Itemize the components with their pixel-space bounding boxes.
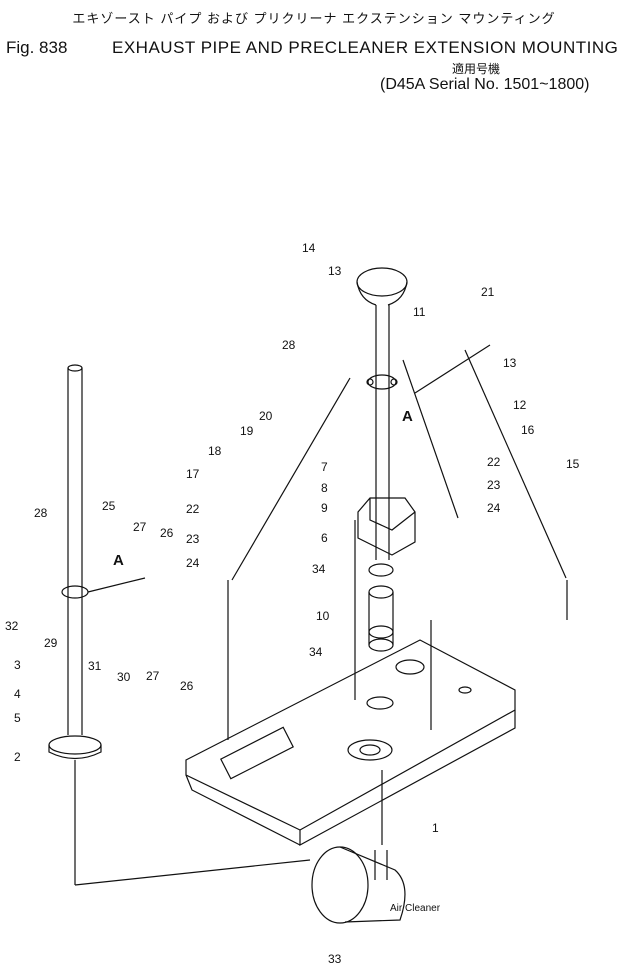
callout-19: 19 <box>240 424 254 438</box>
callout-1: 1 <box>432 821 439 835</box>
air-cleaner-body <box>311 846 369 924</box>
callout-22: 22 <box>487 455 501 469</box>
callout-33: 33 <box>328 952 342 964</box>
page-title: EXHAUST PIPE AND PRECLEANER EXTENSION MO… <box>112 38 619 57</box>
callout-10: 10 <box>316 609 330 623</box>
left-pipe-base <box>48 735 102 755</box>
callout-23b: 23 <box>186 532 200 546</box>
callout-24: 24 <box>487 501 501 515</box>
callout-26: 26 <box>160 526 174 540</box>
section-marker-a-left: A <box>113 552 124 569</box>
serial-range: (D45A Serial No. 1501~1800) <box>380 76 590 93</box>
callout-4: 4 <box>14 687 21 701</box>
japanese-applicability: 適用号機 <box>452 62 501 76</box>
japanese-title: エキゾースト パイプ および プリクリーナ エクステンション マウンティング <box>72 11 556 26</box>
callout-16: 16 <box>521 423 535 437</box>
callout-27b: 27 <box>146 669 160 683</box>
callout-8: 8 <box>321 481 328 495</box>
callout-22b: 22 <box>186 502 200 516</box>
callout-27: 27 <box>133 520 147 534</box>
callout-28: 28 <box>282 338 296 352</box>
base-plate <box>185 639 516 831</box>
callout-23: 23 <box>487 478 501 492</box>
callout-12: 12 <box>513 398 527 412</box>
callout-24b: 24 <box>186 556 200 570</box>
callout-13: 13 <box>328 264 342 278</box>
callout-18: 18 <box>208 444 222 458</box>
callout-5: 5 <box>14 711 21 725</box>
callout-14: 14 <box>302 241 316 255</box>
callout-30: 30 <box>117 670 131 684</box>
callout-34b: 34 <box>309 645 323 659</box>
section-marker-a: A <box>402 408 413 425</box>
callout-2: 2 <box>14 750 21 764</box>
callout-34: 34 <box>312 562 326 576</box>
callout-17: 17 <box>186 467 200 481</box>
callout-25: 25 <box>102 499 116 513</box>
callout-6: 6 <box>321 531 328 545</box>
callout-15: 15 <box>566 457 580 471</box>
figure-number: Fig. 838 <box>6 38 68 57</box>
callout-31: 31 <box>88 659 102 673</box>
base-plate-front-flange <box>299 710 516 847</box>
air-cleaner-label: Air Cleaner <box>390 903 441 914</box>
pipe-cap <box>356 267 408 297</box>
callout-20: 20 <box>259 409 273 423</box>
callout-21: 21 <box>481 285 495 299</box>
callout-11: 11 <box>413 305 426 319</box>
callout-13b: 13 <box>503 356 517 370</box>
bracket <box>357 497 416 556</box>
callout-7: 7 <box>321 460 328 474</box>
callout-26b: 26 <box>180 679 194 693</box>
callout-28b: 28 <box>34 506 48 520</box>
callout-9: 9 <box>321 501 328 515</box>
callout-32: 32 <box>5 619 19 633</box>
callout-3: 3 <box>14 658 21 672</box>
callout-29: 29 <box>44 636 58 650</box>
